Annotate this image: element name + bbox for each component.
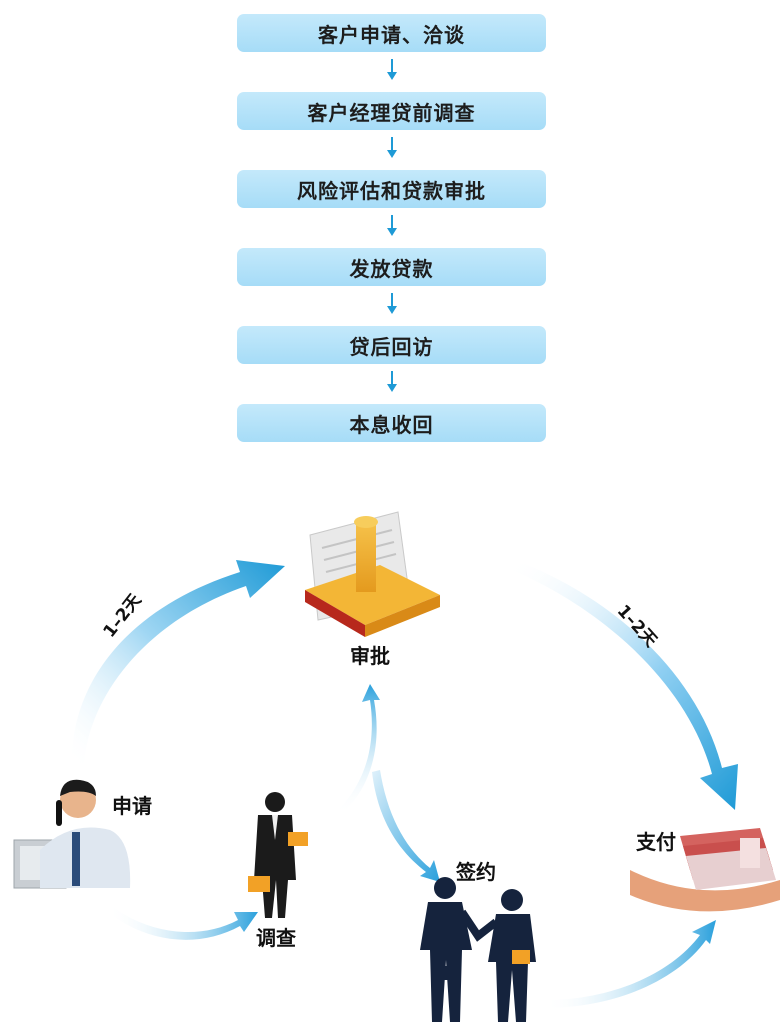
label-sign: 签约 — [456, 860, 496, 884]
businessman-icon — [248, 792, 308, 918]
cycle-arrow-investigate-to-approve — [338, 684, 380, 814]
cycle-arrow-sign-to-pay — [545, 920, 716, 1008]
label-investigate: 调查 — [256, 926, 296, 950]
stamp-icon — [305, 511, 440, 637]
down-arrow-icon — [387, 59, 397, 80]
flow-step-investigation: 客户经理贷前调查 — [237, 92, 546, 130]
money-hand-icon — [630, 828, 780, 912]
loan-cycle-diagram — [13, 511, 780, 1022]
down-arrow-icon — [387, 371, 397, 392]
down-arrow-icon — [387, 293, 397, 314]
handshake-icon — [420, 877, 536, 1022]
flow-step-follow-up: 贷后回访 — [237, 326, 546, 364]
phone-worker-icon — [13, 779, 131, 889]
cycle-arrow-apply-to-approve — [71, 560, 285, 765]
down-arrow-icon — [387, 215, 397, 236]
label-apply: 申请 — [112, 794, 152, 818]
label-approve: 审批 — [350, 644, 390, 668]
cycle-arrow-apply-to-investigate — [108, 905, 258, 940]
flow-step-risk-approval: 风险评估和贷款审批 — [237, 170, 546, 208]
flow-step-disburse: 发放贷款 — [237, 248, 546, 286]
flow-step-repayment: 本息收回 — [237, 404, 546, 442]
flow-step-apply: 客户申请、洽谈 — [237, 14, 546, 52]
label-pay: 支付 — [636, 830, 676, 854]
down-arrow-icon — [387, 137, 397, 158]
cycle-arrow-approve-to-sign — [372, 770, 440, 882]
cycle-arrow-approve-to-pay — [512, 560, 738, 810]
